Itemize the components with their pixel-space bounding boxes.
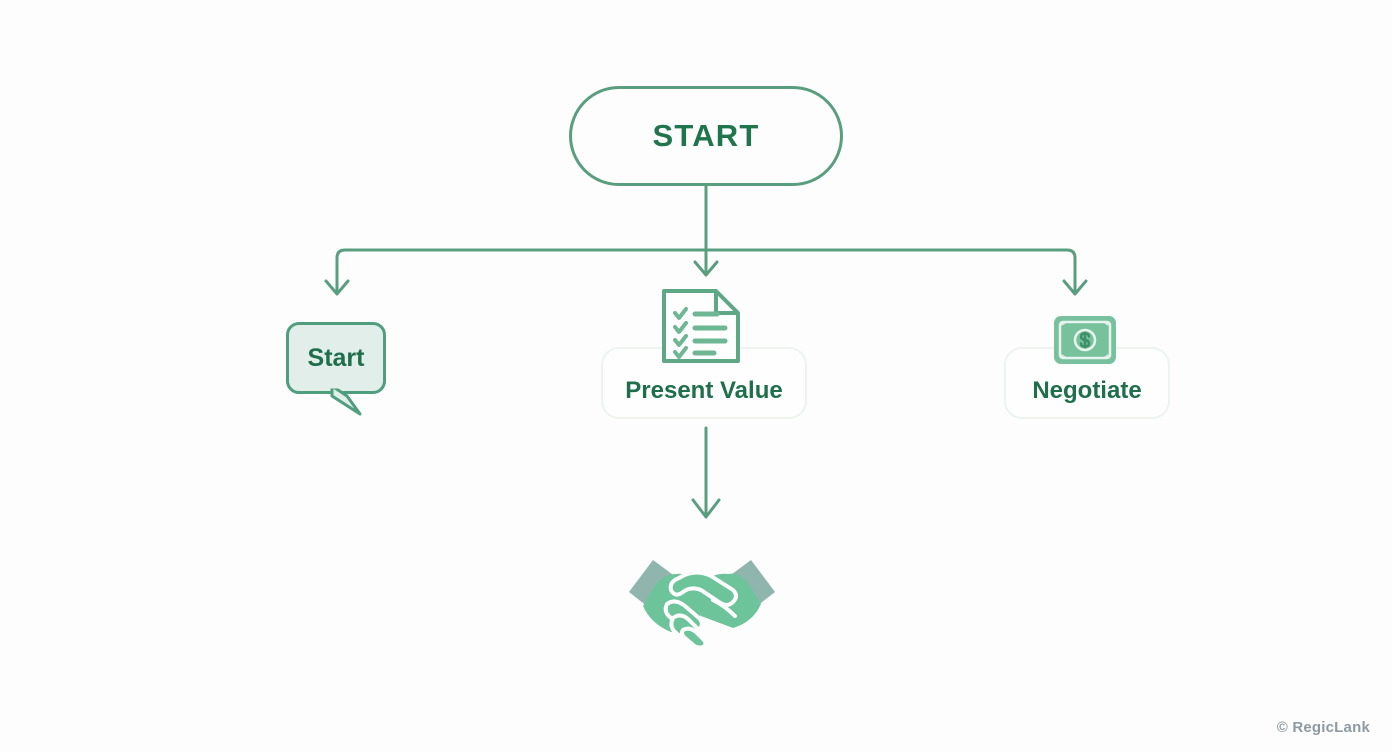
arrowhead-center: [693, 260, 719, 277]
arrowhead-right: [1062, 279, 1088, 296]
watermark: © RegicLank: [1276, 719, 1370, 736]
start-node-label: START: [652, 118, 760, 153]
speech-bubble-icon: Start: [286, 322, 386, 394]
negotiate-label: Negotiate: [1032, 377, 1142, 404]
arrowhead-left: [324, 279, 350, 296]
present-value-label: Present Value: [625, 377, 783, 404]
start-bubble-label: Start: [307, 343, 365, 372]
start-bubble-node[interactable]: Start: [286, 322, 386, 416]
arrowhead-handshake: [691, 498, 721, 519]
start-node[interactable]: START: [569, 86, 843, 186]
handshake-icon: [629, 560, 775, 648]
banknote-dollar-icon: [1054, 316, 1116, 364]
speech-bubble-tail-icon: [330, 384, 362, 416]
document-checklist-icon: [662, 289, 740, 363]
